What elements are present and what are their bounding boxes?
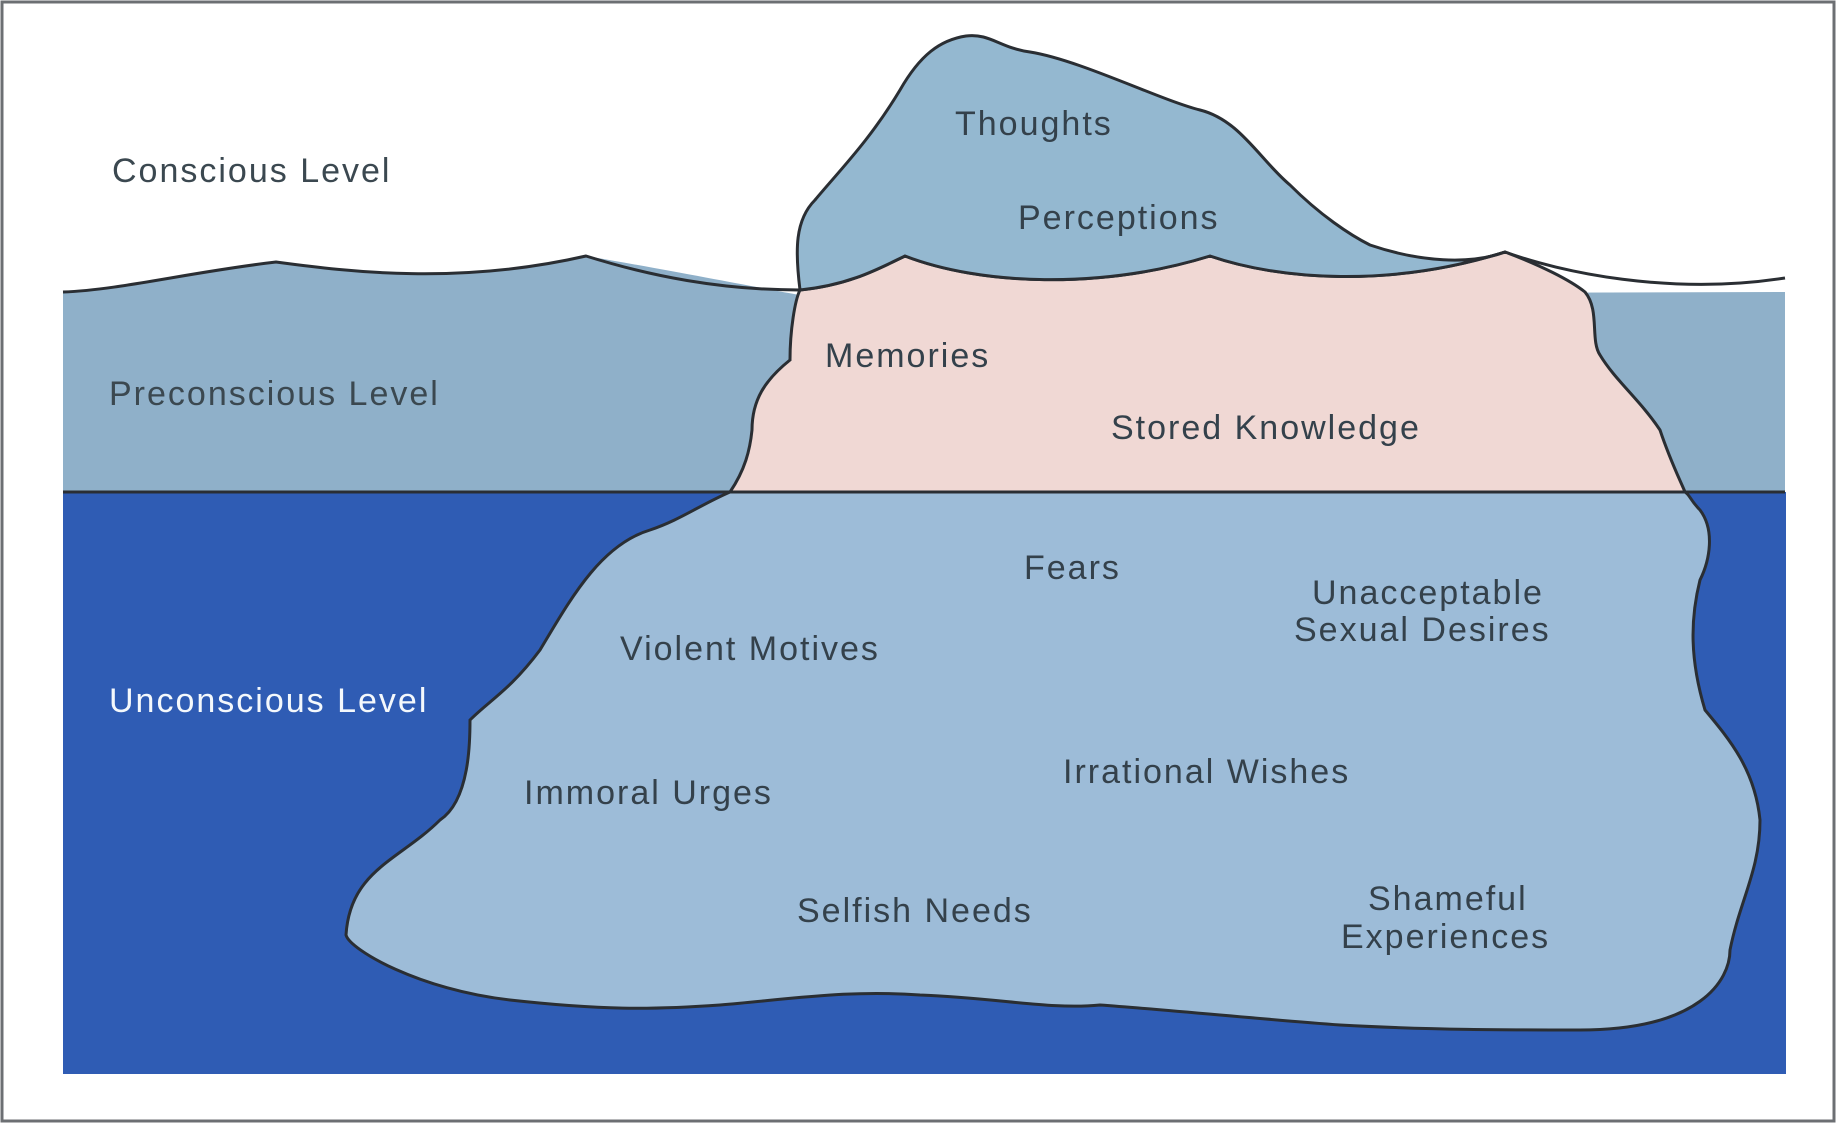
selfish-needs-label: Selfish Needs: [797, 892, 1033, 930]
memories-label: Memories: [825, 337, 990, 375]
iceberg-base: [344, 490, 1762, 1032]
conscious-level-label: Conscious Level: [112, 152, 391, 190]
unacceptable-label-line2: Sexual Desires: [1294, 611, 1551, 649]
unconscious-level-label: Unconscious Level: [109, 682, 428, 720]
immoral-urges-label: Immoral Urges: [524, 774, 773, 812]
irrational-wishes-label: Irrational Wishes: [1063, 753, 1350, 791]
shameful-label-line1: Shameful: [1368, 880, 1528, 918]
preconscious-level-label: Preconscious Level: [109, 375, 440, 413]
violent-motives-label: Violent Motives: [620, 630, 880, 668]
unacceptable-label-line1: Unacceptable: [1312, 574, 1544, 612]
perceptions-label: Perceptions: [1018, 199, 1220, 237]
thoughts-label: Thoughts: [955, 105, 1113, 143]
shameful-label-line2: Experiences: [1341, 918, 1550, 956]
fears-label: Fears: [1024, 549, 1121, 587]
iceberg-tip: [795, 34, 1506, 292]
stored-knowledge-label: Stored Knowledge: [1111, 409, 1421, 447]
